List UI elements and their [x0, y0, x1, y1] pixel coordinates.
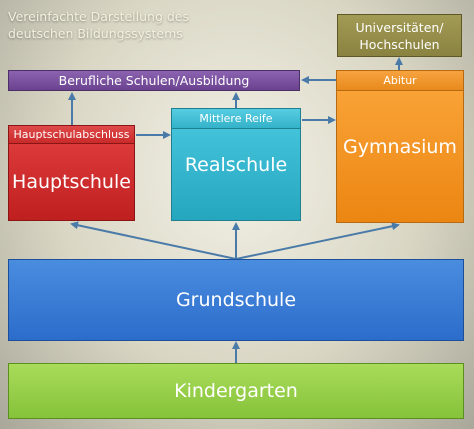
realschule-box: Realschule [171, 128, 301, 221]
universitaeten-box: Universitäten/ Hochschulen [337, 14, 462, 57]
kindergarten-box: Kindergarten [8, 363, 464, 419]
hauptschule-group: Hauptschule Hauptschulabschluss [8, 125, 135, 221]
mittlere-reife-label: Mittlere Reife [171, 108, 301, 129]
realschule-group: Realschule Mittlere Reife [171, 108, 301, 221]
gymnasium-group: Gymnasium Abitur [336, 70, 464, 223]
hauptschule-box: Hauptschule [8, 143, 135, 221]
gymnasium-box: Gymnasium [336, 90, 464, 223]
arrow-grundschule-to-hauptschule [70, 221, 237, 260]
abitur-label: Abitur [336, 70, 464, 91]
berufliche-schulen-box: Berufliche Schulen/Ausbildung [8, 70, 300, 91]
arrow-grundschule-to-gymnasium [235, 222, 400, 260]
grundschule-box: Grundschule [8, 259, 464, 341]
diagram-title: Vereinfachte Darstellung des deutschen B… [8, 9, 190, 41]
hauptschulabschluss-label: Hauptschulabschluss [8, 125, 135, 144]
